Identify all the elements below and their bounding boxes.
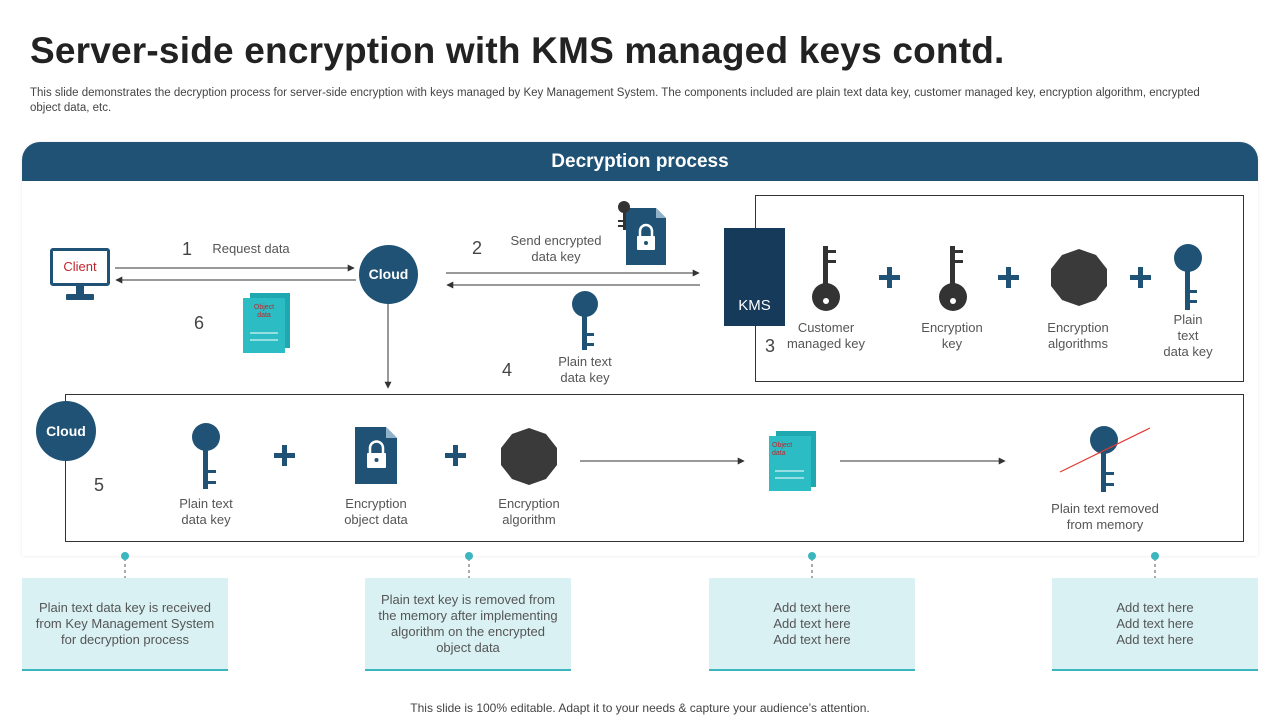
plus-icon-4 — [274, 445, 295, 466]
note-box-3: Add text here Add text here Add text her… — [709, 578, 915, 671]
note-box-4: Add text here Add text here Add text her… — [1052, 578, 1258, 671]
plain-text-key-icon — [1174, 244, 1202, 310]
step-1-label: Request data — [212, 241, 290, 256]
small-key-icon — [618, 201, 630, 230]
note-dots — [121, 552, 1159, 560]
cloud-node-2: Cloud — [36, 401, 96, 461]
plus-icon-3 — [1130, 267, 1151, 288]
note-text-1: Plain text data key is received from Key… — [35, 599, 215, 647]
step-3-number: 3 — [765, 336, 776, 356]
step-2-label: Send encrypted data key — [510, 233, 602, 264]
plain-text-data-key-label: Plain text data key — [1163, 312, 1213, 359]
decrypted-object-data-icon — [769, 431, 816, 491]
strike-line — [1059, 427, 1151, 473]
encryption-algorithms-label: Encryption algorithms — [1047, 320, 1109, 351]
encryption-algorithm-icon — [501, 428, 557, 485]
object-data-icon — [243, 293, 290, 353]
footer-text: This slide is 100% editable. Adapt it to… — [410, 701, 870, 715]
customer-managed-key-icon — [812, 246, 840, 311]
note-box-1: Plain text data key is received from Key… — [22, 578, 228, 671]
object-data-label: Object data — [253, 304, 275, 319]
encrypted-document-icon — [626, 208, 666, 265]
encryption-key-label: Encryption key — [921, 320, 983, 351]
decrypt-box — [65, 394, 1244, 542]
kms-block — [724, 228, 785, 326]
step-4-label: Plain text data key — [558, 354, 612, 385]
note-text-3: Add text here Add text here Add text her… — [773, 599, 851, 647]
object-data-label-2: Object data — [772, 442, 793, 457]
step-2-number: 2 — [472, 238, 483, 258]
cloud-node: Cloud — [359, 245, 418, 304]
step-4-number: 4 — [502, 360, 513, 380]
removed-key-icon — [1090, 426, 1118, 492]
note-connectors — [124, 558, 1156, 578]
note-text-4: Add text here Add text here Add text her… — [1116, 599, 1194, 647]
page-title: Server-side encryption with KMS managed … — [30, 30, 1005, 71]
note-box-2: Plain text key is removed from the memor… — [365, 578, 571, 671]
note-text-2: Plain text key is removed from the memor… — [378, 591, 558, 655]
bottom-plain-key-label: Plain text data key — [179, 496, 233, 527]
plus-icon-5 — [445, 445, 466, 466]
panel-banner: Decryption process — [22, 142, 1258, 181]
removed-from-memory-label: Plain text removed from memory — [1051, 501, 1159, 532]
encryption-object-document-icon — [355, 427, 397, 484]
plus-icon-2 — [998, 267, 1019, 288]
customer-managed-key-label: Customer managed key — [786, 320, 866, 351]
kms-label: KMS — [738, 297, 771, 314]
plain-key-icon — [572, 291, 598, 350]
step-5-number: 5 — [94, 475, 105, 495]
client-node: Client — [50, 248, 110, 286]
plus-icon-1 — [879, 267, 900, 288]
bottom-plain-key-icon — [192, 423, 220, 489]
encryption-algorithms-icon — [1051, 249, 1107, 306]
encryption-key-icon — [939, 246, 967, 311]
step-1-number: 1 — [182, 239, 193, 259]
encryption-algorithm-label: Encryption algorithm — [498, 496, 560, 527]
monitor-icon — [66, 286, 94, 300]
step-6-number: 6 — [194, 313, 205, 333]
encryption-object-data-label: Encryption object data — [344, 496, 408, 527]
page-subtitle: This slide demonstrates the decryption p… — [30, 87, 1200, 114]
